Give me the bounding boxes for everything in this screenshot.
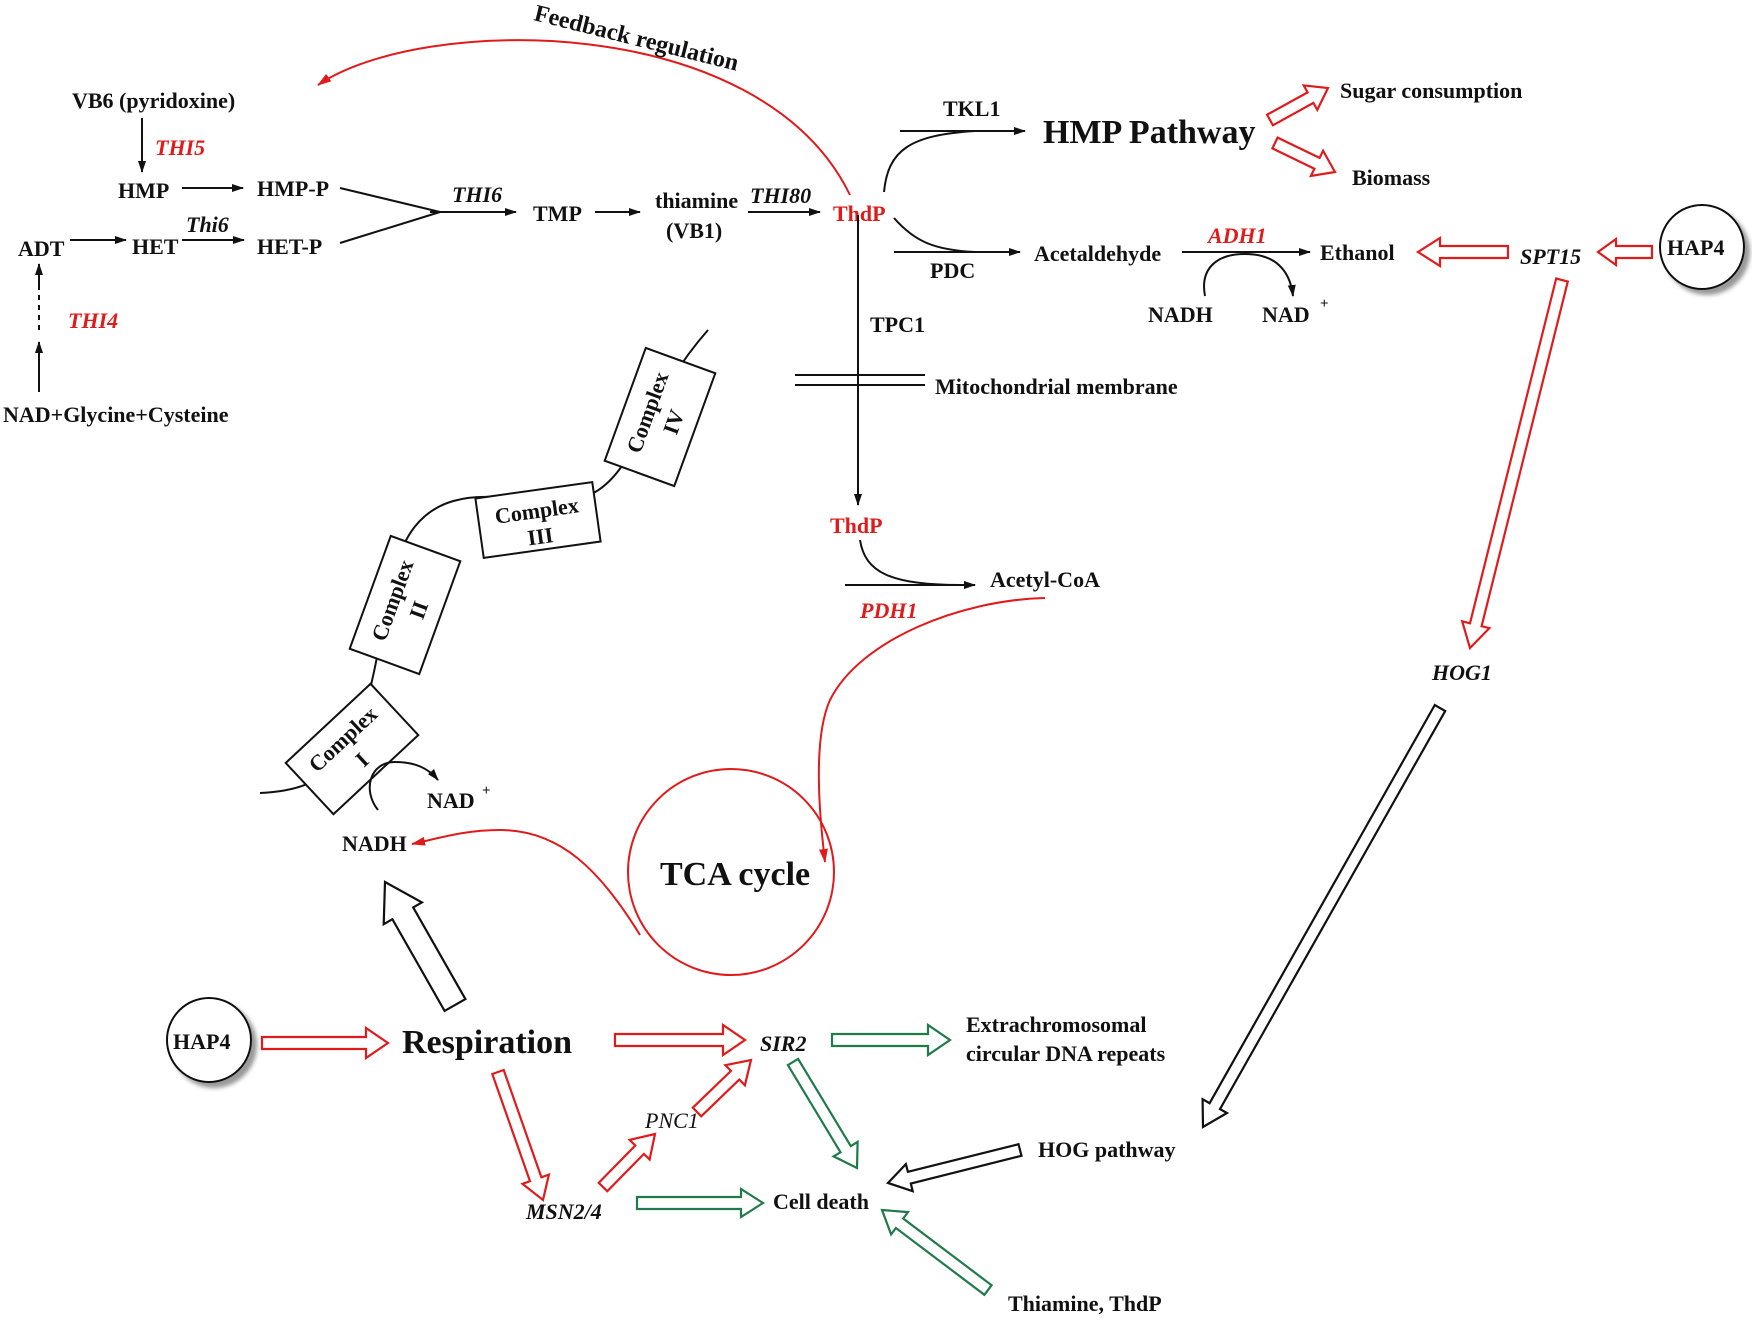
vb6-label: VB6 (pyridoxine) — [72, 88, 235, 113]
extrachromosomal-label-1: Extrachromosomal — [966, 1012, 1146, 1037]
thdp-hmp-curve — [883, 130, 976, 193]
biomass-label: Biomass — [1352, 165, 1431, 190]
nad-mito-label: NAD — [427, 788, 475, 813]
block-arrows — [260, 84, 1654, 1297]
nad-label: NAD — [1262, 302, 1310, 327]
hmpp-label: HMP-P — [257, 176, 329, 201]
msn24-label: MSN2/4 — [525, 1199, 602, 1224]
msn24-to-cell-death-arrow — [635, 1186, 766, 1220]
hog-pathway-label: HOG pathway — [1038, 1137, 1176, 1162]
tca-cycle-circle — [627, 768, 835, 976]
thdp-label: ThdP — [833, 201, 886, 226]
hog-pathway-to-cell-death-arrow — [886, 1142, 1023, 1193]
hap4-to-respiration-arrow — [260, 1025, 390, 1061]
respiration-to-nadh-arrow — [382, 880, 467, 1013]
acetyl-coa-label: Acetyl-CoA — [990, 567, 1100, 592]
mito-membrane-label: Mitochondrial membrane — [935, 374, 1178, 399]
respiration-to-msn24-arrow — [490, 1068, 551, 1202]
hetp-label: HET-P — [257, 234, 322, 259]
pdh1-label: PDH1 — [859, 598, 917, 623]
acetyl-to-tca-arrow — [817, 597, 1046, 863]
sir2-to-cell-death-arrow — [786, 1057, 859, 1170]
het-label: HET — [132, 234, 179, 259]
hog1-label: HOG1 — [1431, 660, 1492, 685]
thdp-pdc-curve — [893, 217, 976, 253]
thdp-pdh-curve — [859, 539, 961, 586]
acetaldehyde-label: Acetaldehyde — [1034, 241, 1161, 266]
msn24-to-pnc1-arrow — [597, 1132, 657, 1193]
hmp-label: HMP — [118, 178, 169, 203]
biomass-arrow — [1270, 136, 1337, 178]
nadh-label: NADH — [1148, 302, 1213, 327]
extrachromosomal-label-2: circular DNA repeats — [966, 1041, 1166, 1066]
tca-to-nadh-arrow — [411, 828, 641, 936]
tkl1-label: TKL1 — [943, 96, 1000, 121]
spt15-to-hog1-arrow — [1460, 277, 1570, 651]
complex-iv-box: Complex IV — [603, 346, 717, 488]
hog1-to-hog-pathway-arrow — [1201, 703, 1447, 1129]
hmpp-merge-line — [339, 187, 441, 213]
complex-ii-box: Complex II — [348, 534, 462, 676]
thi80-label: THI80 — [750, 183, 811, 208]
complex-iii-box: Complex III — [474, 480, 602, 560]
spt15-label: SPT15 — [1520, 244, 1581, 269]
hetp-merge-line — [339, 211, 441, 244]
hap4-label-bottom: HAP4 — [173, 1029, 230, 1054]
sugar-consumption-arrow — [1265, 84, 1330, 127]
respiration-to-sir2-arrow — [613, 1022, 747, 1058]
complex-iii-numeral: III — [526, 522, 555, 550]
feedback-arrow — [317, 39, 851, 196]
complex-i-nadh-arc — [368, 760, 439, 811]
hap4-circle-bottom — [166, 997, 252, 1083]
tmp-label: TMP — [533, 201, 582, 226]
thiamine-thdp-label: Thiamine, ThdP — [1008, 1291, 1162, 1316]
sugar-consumption-label: Sugar consumption — [1340, 78, 1522, 103]
nad-mito-plus: + — [482, 783, 491, 799]
adt-label: ADT — [18, 236, 65, 261]
tpc1-label: TPC1 — [870, 312, 925, 337]
thi6-label: THI6 — [452, 182, 502, 207]
tca-cycle-label: TCA cycle — [660, 856, 810, 893]
thi6-lower-label: Thi6 — [186, 212, 229, 237]
pnc1-label: PNC1 — [644, 1108, 699, 1133]
thiamine-to-cell-death-arrow — [880, 1208, 994, 1297]
spt15-to-ethanol-arrow — [1415, 235, 1510, 269]
adh1-label: ADH1 — [1206, 223, 1267, 248]
nad-plus-label: + — [1320, 296, 1329, 312]
respiration-label: Respiration — [402, 1024, 572, 1061]
ethanol-label: Ethanol — [1320, 240, 1395, 265]
hmp-pathway-label: HMP Pathway — [1043, 114, 1255, 151]
complex-i-box: Complex I — [284, 682, 420, 816]
feedback-label: Feedback regulation — [532, 1, 742, 77]
hap4-circle-top — [1659, 204, 1745, 290]
sir2-label: SIR2 — [760, 1031, 806, 1056]
hap4-to-spt15-arrow — [1596, 236, 1654, 268]
nad-gly-cys-label: NAD+Glycine+Cysteine — [3, 402, 229, 427]
nadh-mito-label: NADH — [342, 831, 407, 856]
thi5-label: THI5 — [155, 135, 205, 160]
thiamine-label: thiamine — [655, 188, 738, 213]
vb1-label: (VB1) — [666, 218, 722, 243]
sir2-to-extrachromosomal-arrow — [830, 1022, 952, 1058]
nadh-nad-arc — [1203, 252, 1296, 297]
pdc-label: PDC — [930, 258, 975, 283]
thi4-label: THI4 — [68, 308, 118, 333]
hap4-label-top: HAP4 — [1667, 235, 1724, 260]
cell-death-label: Cell death — [773, 1189, 869, 1214]
pnc1-to-sir2-arrow — [691, 1058, 753, 1118]
thdp-mito-label: ThdP — [830, 513, 883, 538]
